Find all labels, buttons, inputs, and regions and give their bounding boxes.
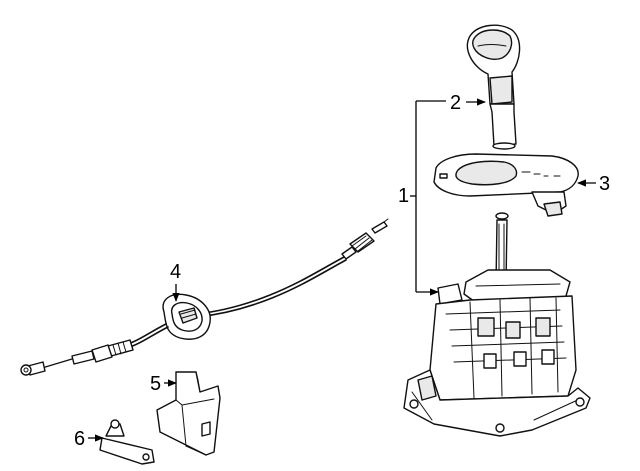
shift-control-cable [20, 218, 389, 376]
callout-label-2: 2 [450, 92, 461, 114]
callout-5: 5 [150, 373, 177, 395]
callout-2: 2 [450, 92, 486, 114]
callout-label-4: 4 [170, 261, 181, 283]
shift-knob [466, 24, 521, 150]
shifter-base-assembly [403, 212, 591, 437]
cable-grommet [162, 293, 211, 340]
callout-label-3: 3 [599, 173, 610, 195]
callout-label-5: 5 [150, 373, 161, 395]
callout-6: 6 [74, 428, 104, 450]
callout-1: 1 [398, 100, 446, 296]
cable-end-adapter [99, 419, 155, 465]
callout-3: 3 [577, 173, 610, 195]
cable-bracket [156, 371, 221, 456]
callout-label-1: 1 [398, 185, 409, 207]
callout-4: 4 [170, 261, 181, 302]
shift-indicator-bezel [433, 153, 579, 217]
callout-label-6: 6 [74, 428, 85, 450]
